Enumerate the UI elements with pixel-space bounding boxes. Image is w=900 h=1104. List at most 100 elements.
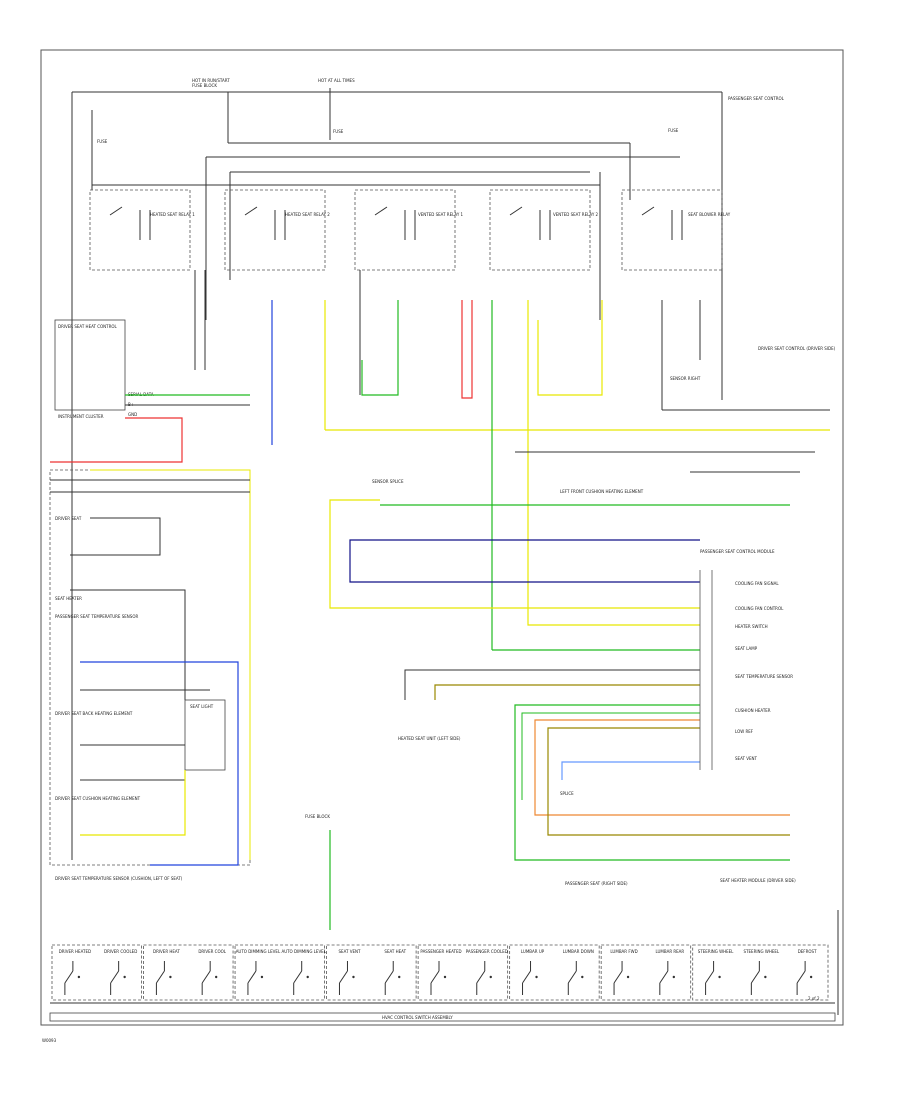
switch-symbol [384,961,394,995]
center-splice: SPLICE [560,791,574,796]
switch-group-box [51,944,142,1001]
switch-label: LUMBAR FWD [610,949,637,954]
right-comp-6: LOW REF [735,729,754,734]
title-bar [49,1012,836,1022]
switch-symbol [201,961,211,995]
relay-5-label: SEAT BLOWER RELAY [688,212,731,217]
switch-label: PASSENGER COOLED [466,949,508,954]
switch-label: STEERING WHEEL [744,949,780,954]
right-comp-7: SEAT VENT [735,756,757,761]
switch-contact [672,975,676,979]
switch-label: STEERING WHEEL [698,949,734,954]
right-sensor-label: SENSOR RIGHT [670,376,701,381]
switch-contact [398,975,401,979]
left-pin-gnd: GND [128,412,137,417]
top-label-passenger: PASSENGER SEAT CONTROL [728,96,785,101]
switch-group-box [143,944,234,1001]
left-module: DRIVER SEAT HEAT CONTROL INSTRUMENT CLUS… [50,319,250,463]
switch-label: PASSENGER HEATED [420,949,461,954]
left-module-title: DRIVER SEAT HEAT CONTROL [58,324,118,329]
switch-contact [626,975,630,979]
switch-label: LUMBAR REAR [655,949,684,954]
switch-group-box [600,944,692,1001]
left-comp-5: DRIVER SEAT CUSHION HEATING ELEMENT [55,796,141,801]
switch-contact [260,975,264,979]
switch-group-box [509,944,600,1001]
relay-1: HEATED SEAT RELAY 1 [89,189,195,271]
right-comp-0: COOLING FAN SIGNAL [735,581,779,586]
center-fuse-block: FUSE BLOCK [305,814,330,819]
switch-contact [443,975,447,979]
top-label-fuse-a: FUSE [97,139,108,144]
switch-symbol [293,961,303,995]
center-passenger-seat: PASSENGER SEAT (RIGHT SIDE) [565,881,628,886]
switch-contact [123,975,126,979]
right-left-front: LEFT FRONT CUSHION HEATING ELEMENT [560,489,644,494]
relay-2-label: HEATED SEAT RELAY 2 [285,212,330,217]
left-comp-2: PASSENGER SEAT TEMPERATURE SENSOR [55,614,138,619]
switch-contact [77,975,81,979]
switch-contact [581,975,584,979]
switch-symbol [338,961,348,995]
switch-group-box [326,944,417,1001]
switch-contact [352,975,355,979]
switch-symbol [155,961,165,995]
switch-label: DRIVER HEATED [59,949,91,954]
relay-5: SEAT BLOWER RELAY [621,189,731,271]
switch-symbol [476,961,486,995]
sheet-ref: 2 of 2 [808,996,820,1001]
switch-symbol [796,961,806,995]
switch-symbol [613,961,623,995]
relay-4-label: VENTED SEAT RELAY 2 [553,212,599,217]
top-label-fuse-c: FUSE [668,128,679,133]
left-comp-4: DRIVER SEAT BACK HEATING ELEMENT [55,711,133,716]
switch-symbol [659,961,669,995]
relay-outputs [194,270,830,651]
center-sensor-splice: SENSOR SPLICE [372,479,404,484]
switch-symbol [110,961,120,995]
right-section: DRIVER SEAT CONTROL (DRIVER SIDE) SENSOR… [515,346,839,1015]
switch-symbol [567,961,577,995]
sheet-border [40,49,844,1026]
right-comp-3: SEAT LAMP [735,646,758,651]
right-comp-2: HEATER SWITCH [735,624,768,629]
switch-symbol [247,961,257,995]
left-module-label: INSTRUMENT CLUSTER [58,414,104,419]
center-heated-seat: HEATED SEAT UNIT (LEFT SIDE) [398,736,461,741]
left-components: DRIVER SEAT SEAT HEATER PASSENGER SEAT T… [49,469,251,881]
switch-symbol [430,961,440,995]
top-label-fuse-b: FUSE [333,129,344,134]
switch-label: DRIVER COOL [198,949,226,954]
right-bottom-label: SEAT HEATER MODULE (DRIVER SIDE) [720,878,796,883]
right-comp-5: CUSHION HEATER [735,708,771,713]
switch-symbol [705,961,715,995]
switch-label: SEAT HEAT [384,949,406,954]
switch-contact [764,975,767,979]
switch-contact [489,975,492,979]
switch-group-box [692,944,829,1001]
right-comp-4: SEAT TEMPERATURE SENSOR [735,674,793,679]
switch-label: LUMBAR DOWN [563,949,594,954]
page-code: W0093 [42,1038,57,1043]
center-passenger-control: PASSENGER SEAT CONTROL MODULE [700,549,775,554]
relay-3-label: VENTED SEAT RELAY 1 [418,212,464,217]
switch-contact [214,975,218,979]
switch-group-box [417,944,509,1001]
top-label-hot-run: HOT IN RUN/START [192,78,230,83]
switch-label: SEAT VENT [339,949,361,954]
left-comp-0: DRIVER SEAT [55,516,82,521]
switch-label: LUMBAR UP [521,949,545,954]
relay-3: VENTED SEAT RELAY 1 [354,189,464,271]
top-label-hot-at-all: HOT AT ALL TIMES [318,78,355,83]
switch-symbol [64,961,74,995]
switch-label: DRIVER COOLED [104,949,137,954]
left-comp-6: DRIVER SEAT TEMPERATURE SENSOR (CUSHION,… [55,876,183,881]
switch-row: DRIVER HEATED DRIVER COOLED DRIVER HEAT DRI… [51,944,829,1001]
switch-contact [809,975,813,979]
switch-symbol [522,961,532,995]
switch-label: DRIVER HEAT [153,949,180,954]
switch-label: AUTO DIMMING LEVEL [236,949,281,954]
switch-label: DEFROST [798,949,817,954]
